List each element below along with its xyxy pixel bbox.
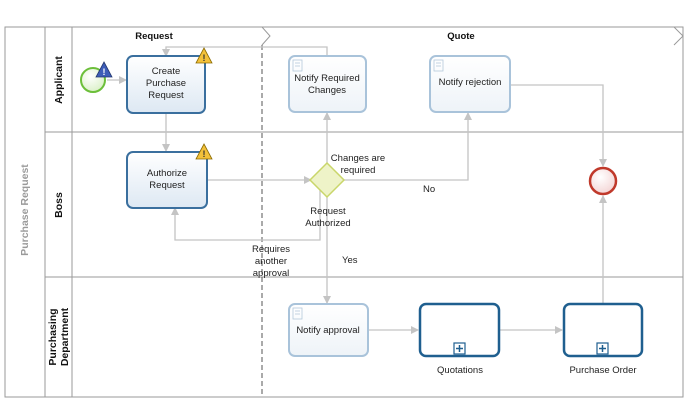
message-icon: [292, 59, 303, 72]
svg-text:Notify Required: Notify Required: [294, 73, 359, 84]
svg-text:Notify approval: Notify approval: [296, 325, 359, 336]
task-notify-required-changes[interactable]: Notify Required Changes: [288, 55, 367, 113]
phase-quote: Quote: [447, 31, 474, 42]
expand-icon: [453, 342, 466, 355]
task-authorize-request[interactable]: Authorize Request: [126, 151, 208, 209]
svg-text:Authorize: Authorize: [147, 168, 187, 179]
lane-boss: Boss: [53, 192, 65, 218]
flow-gateway-to-authorize: [171, 190, 321, 241]
gateway-request-authorized[interactable]: [308, 161, 346, 199]
sequence-flows: [107, 46, 607, 334]
flow-label-changes-line2: required: [341, 165, 376, 176]
flow-label-changes-line1: Changes are: [331, 153, 385, 164]
flow-rejection-to-end: [510, 84, 607, 167]
svg-text:Purchase: Purchase: [146, 78, 186, 89]
subprocess-quotations-label: Quotations: [437, 365, 483, 376]
svg-text:Request: Request: [149, 180, 185, 191]
expand-icon: [596, 342, 609, 355]
message-icon: [292, 307, 303, 320]
subprocess-purchase-order[interactable]: [562, 302, 644, 358]
subprocess-quotations[interactable]: [418, 302, 501, 358]
svg-text:!: !: [103, 67, 106, 77]
warning-icon: !: [195, 143, 213, 160]
flow-label-yes: Yes: [342, 255, 358, 266]
lane-purchasing-line2: Department: [59, 307, 71, 366]
phase-request: Request: [135, 31, 173, 42]
end-event[interactable]: [588, 166, 618, 196]
svg-text:!: !: [203, 149, 206, 159]
flow-label-no: No: [423, 184, 435, 195]
subprocess-purchase-order-label: Purchase Order: [569, 365, 636, 376]
svg-text:Changes: Changes: [308, 85, 346, 96]
gateway-label-line2: Authorized: [305, 218, 350, 229]
svg-text:Create: Create: [152, 66, 181, 77]
message-icon: [433, 59, 444, 72]
task-create-purchase-request[interactable]: Create Purchase Request: [126, 55, 206, 114]
flow-label-approval-line1: Requires: [252, 244, 290, 255]
flow-label-approval-line3: approval: [253, 268, 289, 279]
pool-title: Purchase Request: [19, 164, 31, 256]
flow-label-approval-line2: another: [255, 256, 287, 267]
flow-notify-changes-to-create: [162, 46, 328, 57]
gateway-label-line1: Request: [310, 206, 346, 217]
lane-applicant: Applicant: [53, 56, 65, 104]
svg-text:Notify rejection: Notify rejection: [439, 77, 502, 88]
svg-text:!: !: [203, 53, 206, 63]
phase-headers: [72, 26, 684, 397]
task-notify-rejection[interactable]: Notify rejection: [429, 55, 511, 113]
task-notify-approval[interactable]: Notify approval: [288, 303, 369, 357]
flow-gateway-no-to-rejection: [344, 112, 472, 181]
svg-text:Request: Request: [148, 90, 184, 101]
warning-icon: !: [195, 47, 213, 64]
lane-purchasing-line1: Purchasing: [47, 308, 59, 365]
info-icon: !: [95, 61, 113, 78]
